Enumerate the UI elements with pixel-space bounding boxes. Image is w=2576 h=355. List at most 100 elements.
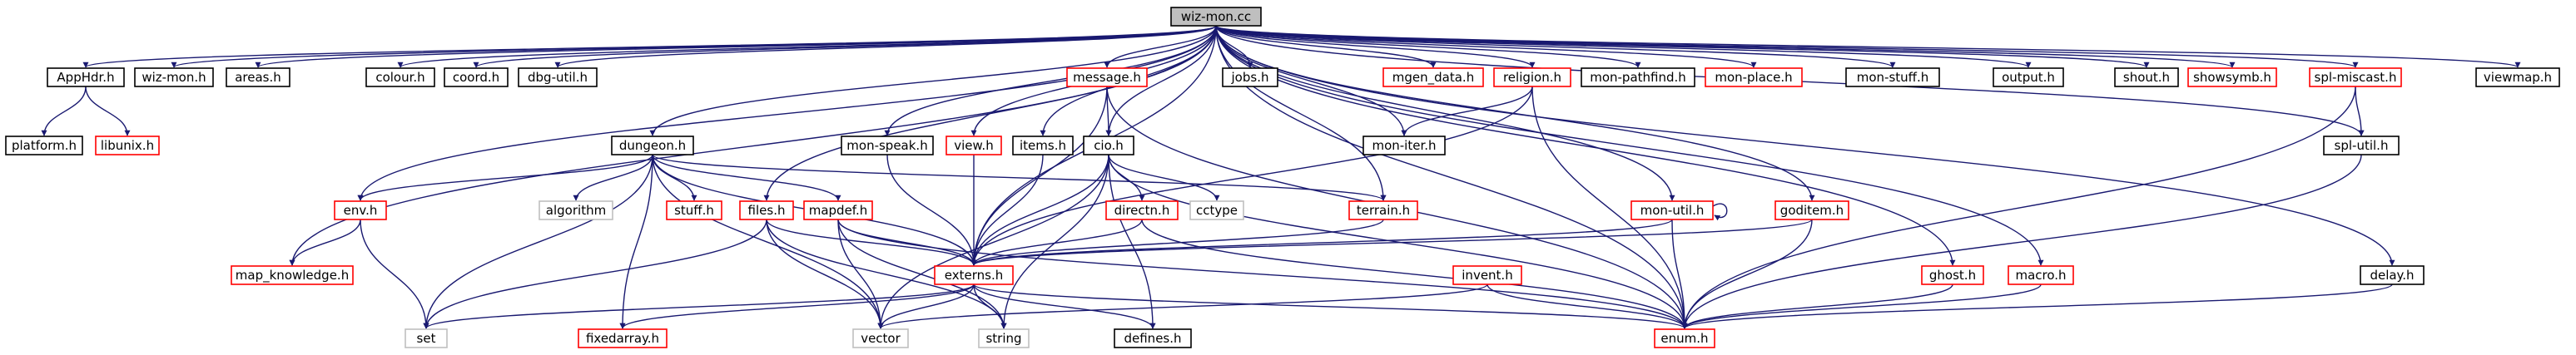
- node-label: message.h: [1073, 70, 1141, 85]
- node-items-h[interactable]: items.h: [1012, 136, 1074, 155]
- edge-religion-h-to-enum-h: [1531, 86, 1688, 329]
- node-output-h[interactable]: output.h: [1993, 67, 2064, 87]
- node-dungeon-h[interactable]: dungeon.h: [611, 136, 694, 155]
- node-wiz-mon-h[interactable]: wiz-mon.h: [134, 67, 214, 87]
- edge-cio-h-to-directn-h: [1108, 154, 1145, 201]
- node-view-h[interactable]: view.h: [946, 136, 1002, 155]
- edge-terrain-h-to-externs-h: [970, 219, 1384, 266]
- edge-mapdef-h-to-enum-h: [837, 219, 1688, 329]
- node-mon-speak-h[interactable]: mon-speak.h: [841, 136, 934, 155]
- node-label: religion.h: [1503, 70, 1561, 85]
- node-files-h[interactable]: files.h: [739, 200, 794, 220]
- edge-externs-h-to-vector: [877, 284, 975, 329]
- node-showsymb-h[interactable]: showsymb.h: [2187, 67, 2277, 87]
- edge-files-h-to-vector: [766, 219, 884, 329]
- node-invent-h[interactable]: invent.h: [1452, 265, 1522, 285]
- node-label: mon-place.h: [1715, 70, 1792, 85]
- node-label: spl-util.h: [2335, 138, 2389, 153]
- node-spl-util-h[interactable]: spl-util.h: [2323, 136, 2400, 155]
- node-env-h[interactable]: env.h: [334, 200, 387, 220]
- node-label: directn.h: [1114, 203, 1170, 218]
- node-cctype[interactable]: cctype: [1189, 200, 1244, 220]
- edge-wiz-mon-cc-to-spl-miscast-h: [1215, 25, 2359, 68]
- edge-wiz-mon-cc-to-delay-h: [1215, 25, 2395, 266]
- node-mon-util-h[interactable]: mon-util.h: [1630, 200, 1714, 220]
- node-mon-iter-h[interactable]: mon-iter.h: [1362, 136, 1446, 155]
- edge-apphdr-h-to-platform-h: [41, 86, 87, 136]
- node-ghost-h[interactable]: ghost.h: [1921, 265, 1984, 285]
- node-label: colour.h: [375, 70, 424, 85]
- edge-wiz-mon-cc-to-colour-h: [397, 25, 1217, 68]
- node-apphdr-h[interactable]: AppHdr.h: [47, 67, 125, 87]
- node-label: jobs.h: [1231, 70, 1269, 85]
- node-message-h[interactable]: message.h: [1066, 67, 1148, 87]
- edge-spl-miscast-h-to-spl-util-h: [2355, 86, 2365, 136]
- edge-wiz-mon-cc-to-mon-iter-h: [1215, 25, 1407, 136]
- edge-wiz-mon-cc-to-cio-h: [1105, 25, 1217, 136]
- node-label: mapdef.h: [809, 203, 868, 218]
- edge-mon-speak-h-to-externs-h: [886, 154, 977, 266]
- node-mgen-data-h[interactable]: mgen_data.h: [1382, 67, 1484, 87]
- node-religion-h[interactable]: religion.h: [1493, 67, 1571, 87]
- node-label: enum.h: [1660, 331, 1708, 346]
- node-externs-h[interactable]: externs.h: [934, 265, 1014, 285]
- node-goditem-h[interactable]: goditem.h: [1774, 200, 1849, 220]
- node-libunix-h[interactable]: libunix.h: [95, 136, 160, 155]
- edge-files-h-to-externs-h: [766, 219, 977, 266]
- node-mon-stuff-h[interactable]: mon-stuff.h: [1845, 67, 1940, 87]
- edge-cio-h-to-defines-h: [1108, 154, 1156, 329]
- edge-apphdr-h-to-libunix-h: [85, 86, 131, 136]
- node-label: platform.h: [12, 138, 77, 153]
- node-dbg-util-h[interactable]: dbg-util.h: [518, 67, 598, 87]
- node-viewmap-h[interactable]: viewmap.h: [2475, 67, 2560, 87]
- node-macro-h[interactable]: macro.h: [2008, 265, 2074, 285]
- node-label: libunix.h: [101, 138, 154, 153]
- node-colour-h[interactable]: colour.h: [365, 67, 435, 87]
- node-label: mgen_data.h: [1392, 70, 1474, 86]
- node-label: set: [417, 331, 436, 346]
- node-jobs-h[interactable]: jobs.h: [1222, 67, 1278, 87]
- node-mon-place-h[interactable]: mon-place.h: [1705, 67, 1803, 87]
- edge-wiz-mon-cc-to-viewmap-h: [1215, 25, 2521, 68]
- node-enum-h[interactable]: enum.h: [1654, 328, 1715, 348]
- node-defines-h[interactable]: defines.h: [1114, 328, 1192, 348]
- edge-externs-h-to-set: [423, 284, 975, 329]
- node-delay-h[interactable]: delay.h: [2360, 265, 2425, 285]
- node-label: cio.h: [1094, 138, 1124, 153]
- edge-env-h-to-set: [360, 219, 429, 329]
- node-label: wiz-mon.cc: [1181, 9, 1251, 24]
- node-stuff-h[interactable]: stuff.h: [666, 200, 722, 220]
- edge-cio-h-to-cctype: [1108, 154, 1220, 201]
- node-coord-h[interactable]: coord.h: [444, 67, 509, 87]
- node-label: macro.h: [2015, 268, 2066, 283]
- edge-wiz-mon-cc-to-apphdr-h: [82, 25, 1217, 68]
- edge-externs-h-to-defines-h: [973, 284, 1156, 329]
- node-mon-pathfind-h[interactable]: mon-pathfind.h: [1581, 67, 1695, 87]
- edge-wiz-mon-cc-to-wiz-mon-h: [171, 25, 1217, 68]
- node-areas-h[interactable]: areas.h: [226, 67, 290, 87]
- edge-files-h-to-set: [423, 219, 767, 329]
- edge-religion-h-to-externs-h: [970, 86, 1533, 266]
- node-platform-h[interactable]: platform.h: [5, 136, 83, 155]
- edge-wiz-mon-cc-to-terrain-h: [1215, 25, 1387, 201]
- node-spl-miscast-h[interactable]: spl-miscast.h: [2309, 67, 2402, 87]
- node-label: view.h: [954, 138, 993, 153]
- node-directn-h[interactable]: directn.h: [1105, 200, 1179, 220]
- edge-cio-h-to-vector: [877, 154, 1109, 329]
- node-label: mon-stuff.h: [1857, 70, 1929, 85]
- node-terrain-h[interactable]: terrain.h: [1348, 200, 1418, 220]
- node-map-knowledge-h[interactable]: map_knowledge.h: [231, 265, 354, 285]
- node-cio-h[interactable]: cio.h: [1083, 136, 1134, 155]
- node-algorithm[interactable]: algorithm: [539, 200, 613, 220]
- node-vector[interactable]: vector: [852, 328, 909, 348]
- node-label: goditem.h: [1780, 203, 1844, 218]
- edge-wiz-mon-cc-to-mon-pathfind-h: [1215, 25, 1641, 68]
- node-shout-h[interactable]: shout.h: [2114, 67, 2179, 87]
- edge-mon-util-h-to-externs-h: [970, 219, 1673, 266]
- node-set[interactable]: set: [405, 328, 448, 348]
- edge-externs-h-to-string: [973, 284, 1007, 329]
- node-fixedarray-h[interactable]: fixedarray.h: [578, 328, 668, 348]
- node-mapdef-h[interactable]: mapdef.h: [803, 200, 873, 220]
- node-wiz-mon-cc[interactable]: wiz-mon.cc: [1170, 7, 1262, 27]
- node-string[interactable]: string: [978, 328, 1030, 348]
